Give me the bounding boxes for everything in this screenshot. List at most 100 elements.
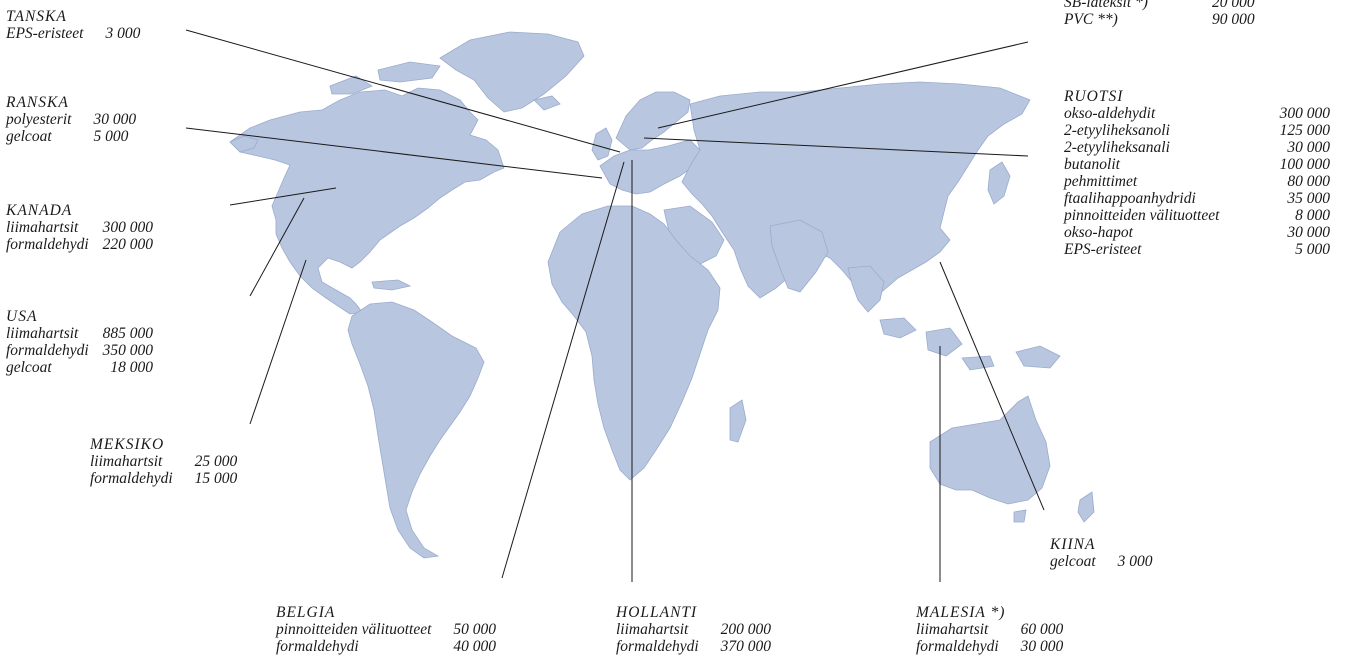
southeast-asia [847,265,885,313]
product-row: gelcoat 5 000 [6,128,136,145]
product-value: 885 000 [102,325,154,342]
product-label: gelcoat [6,128,52,145]
product-table: liimahartsit 60 000 formaldehydi 30 000 [916,621,1063,655]
product-row: liimahartsit 60 000 [916,621,1063,638]
product-value: 50 000 [453,621,497,638]
product-row: EPS-eristeet 3 000 [6,25,140,42]
uk [591,127,613,161]
product-label: liimahartsit [6,325,79,342]
product-table: liimahartsit 200 000 formaldehydi 370 00… [616,621,771,655]
product-row: liimahartsit 25 000 [90,453,237,470]
leader-meksiko [249,259,307,425]
product-label: SB-lateksit *) [1064,0,1148,11]
product-row: formaldehydi 350 000 [6,342,153,359]
product-label: formaldehydi [616,638,699,655]
product-row: butanolit 100 000 [1064,156,1330,173]
product-value: 5 000 [93,128,129,145]
product-value: 15 000 [194,470,238,487]
product-label: polyesterit [6,111,72,128]
country-name: MEKSIKO [90,436,165,453]
product-value: 370 000 [720,638,772,655]
product-value: 200 000 [720,621,772,638]
country-name: TANSKA [6,8,67,25]
product-row: SB-lateksit *) 20 000 [1064,0,1255,11]
caribbean [371,279,412,291]
product-row: gelcoat 18 000 [6,359,153,376]
product-table: liimahartsit 300 000 formaldehydi 220 00… [6,219,153,253]
greenland [439,31,585,113]
product-label: 2-etyyliheksanali [1064,139,1170,156]
product-value: 350 000 [102,342,154,359]
product-value: 3 000 [1117,553,1153,570]
new-guinea [1015,345,1061,369]
product-table: liimahartsit 25 000 formaldehydi 15 000 [90,453,237,487]
product-value: 30 000 [93,111,137,128]
country-name: RUOTSI [1064,88,1124,105]
product-value: 30 000 [1020,638,1064,655]
product-label: ftaalihappoanhydridi [1064,190,1196,207]
country-name: HOLLANTI [616,604,698,621]
indonesia-1 [879,317,917,339]
product-label: formaldehydi [90,470,173,487]
indonesia-3 [961,355,995,371]
product-row: PVC **) 90 000 [1064,11,1255,28]
tasmania [1013,509,1027,523]
product-value: 5 000 [1295,241,1330,258]
country-name: RANSKA [6,94,69,111]
leader-tanska [185,29,621,153]
product-row: polyesterit 30 000 [6,111,136,128]
product-label: formaldehydi [6,342,89,359]
product-label: butanolit [1064,156,1120,173]
product-label: formaldehydi [6,236,89,253]
leader-kanada [229,187,337,206]
product-row: formaldehydi 370 000 [616,638,771,655]
product-value: 8 000 [1295,207,1330,224]
product-value: 60 000 [1020,621,1064,638]
product-label: 2-etyyliheksanoli [1064,122,1170,139]
country-block-tanska: TANSKA EPS-eristeet 3 000 [6,8,140,42]
country-block-hollanti: HOLLANTI liimahartsit 200 000 formaldehy… [616,604,771,655]
japan [987,161,1011,205]
canadian-arctic [329,75,373,95]
australia [929,395,1051,505]
product-label: EPS-eristeet [1064,241,1142,258]
country-block-usa: USA liimahartsit 885 000 formaldehydi 35… [6,308,153,376]
product-row: formaldehydi 220 000 [6,236,153,253]
product-row: liimahartsit 200 000 [616,621,771,638]
iceland [533,95,561,111]
product-row: liimahartsit 300 000 [6,219,153,236]
product-value: 300 000 [1279,105,1330,122]
product-value: 80 000 [1287,173,1330,190]
product-label: formaldehydi [916,638,999,655]
country-block-belgia: BELGIA pinnoitteiden välituotteet 50 000… [276,604,496,655]
new-zealand [1077,491,1095,523]
product-value: 25 000 [194,453,238,470]
country-name: BELGIA [276,604,336,621]
asia [681,81,1031,301]
product-row: gelcoat 3 000 [1050,553,1153,570]
product-label: liimahartsit [616,621,689,638]
country-block-kiina: KIINA gelcoat 3 000 [1050,536,1153,570]
scandinavia [615,91,691,151]
product-label: okso-aldehydit [1064,105,1156,122]
product-table: SB-lateksit *) 20 000 PVC **) 90 000 [1064,0,1255,28]
leader-belgia [501,161,625,579]
product-label: PVC **) [1064,11,1118,28]
product-value: 40 000 [453,638,497,655]
leader-ranska [185,127,603,179]
product-value: 100 000 [1279,156,1330,173]
product-value: 30 000 [1287,139,1330,156]
product-row: liimahartsit 885 000 [6,325,153,342]
product-value: 90 000 [1211,11,1255,28]
product-table: EPS-eristeet 3 000 [6,25,140,42]
south-america [347,301,485,559]
leader-lines [185,29,1045,582]
product-value: 3 000 [105,25,141,42]
product-row: EPS-eristeet 5 000 [1064,241,1330,258]
country-block-ruotsi: RUOTSI okso-aldehydit 300 000 2-etyylihek… [1064,88,1330,258]
leader-kiina [939,261,1045,511]
